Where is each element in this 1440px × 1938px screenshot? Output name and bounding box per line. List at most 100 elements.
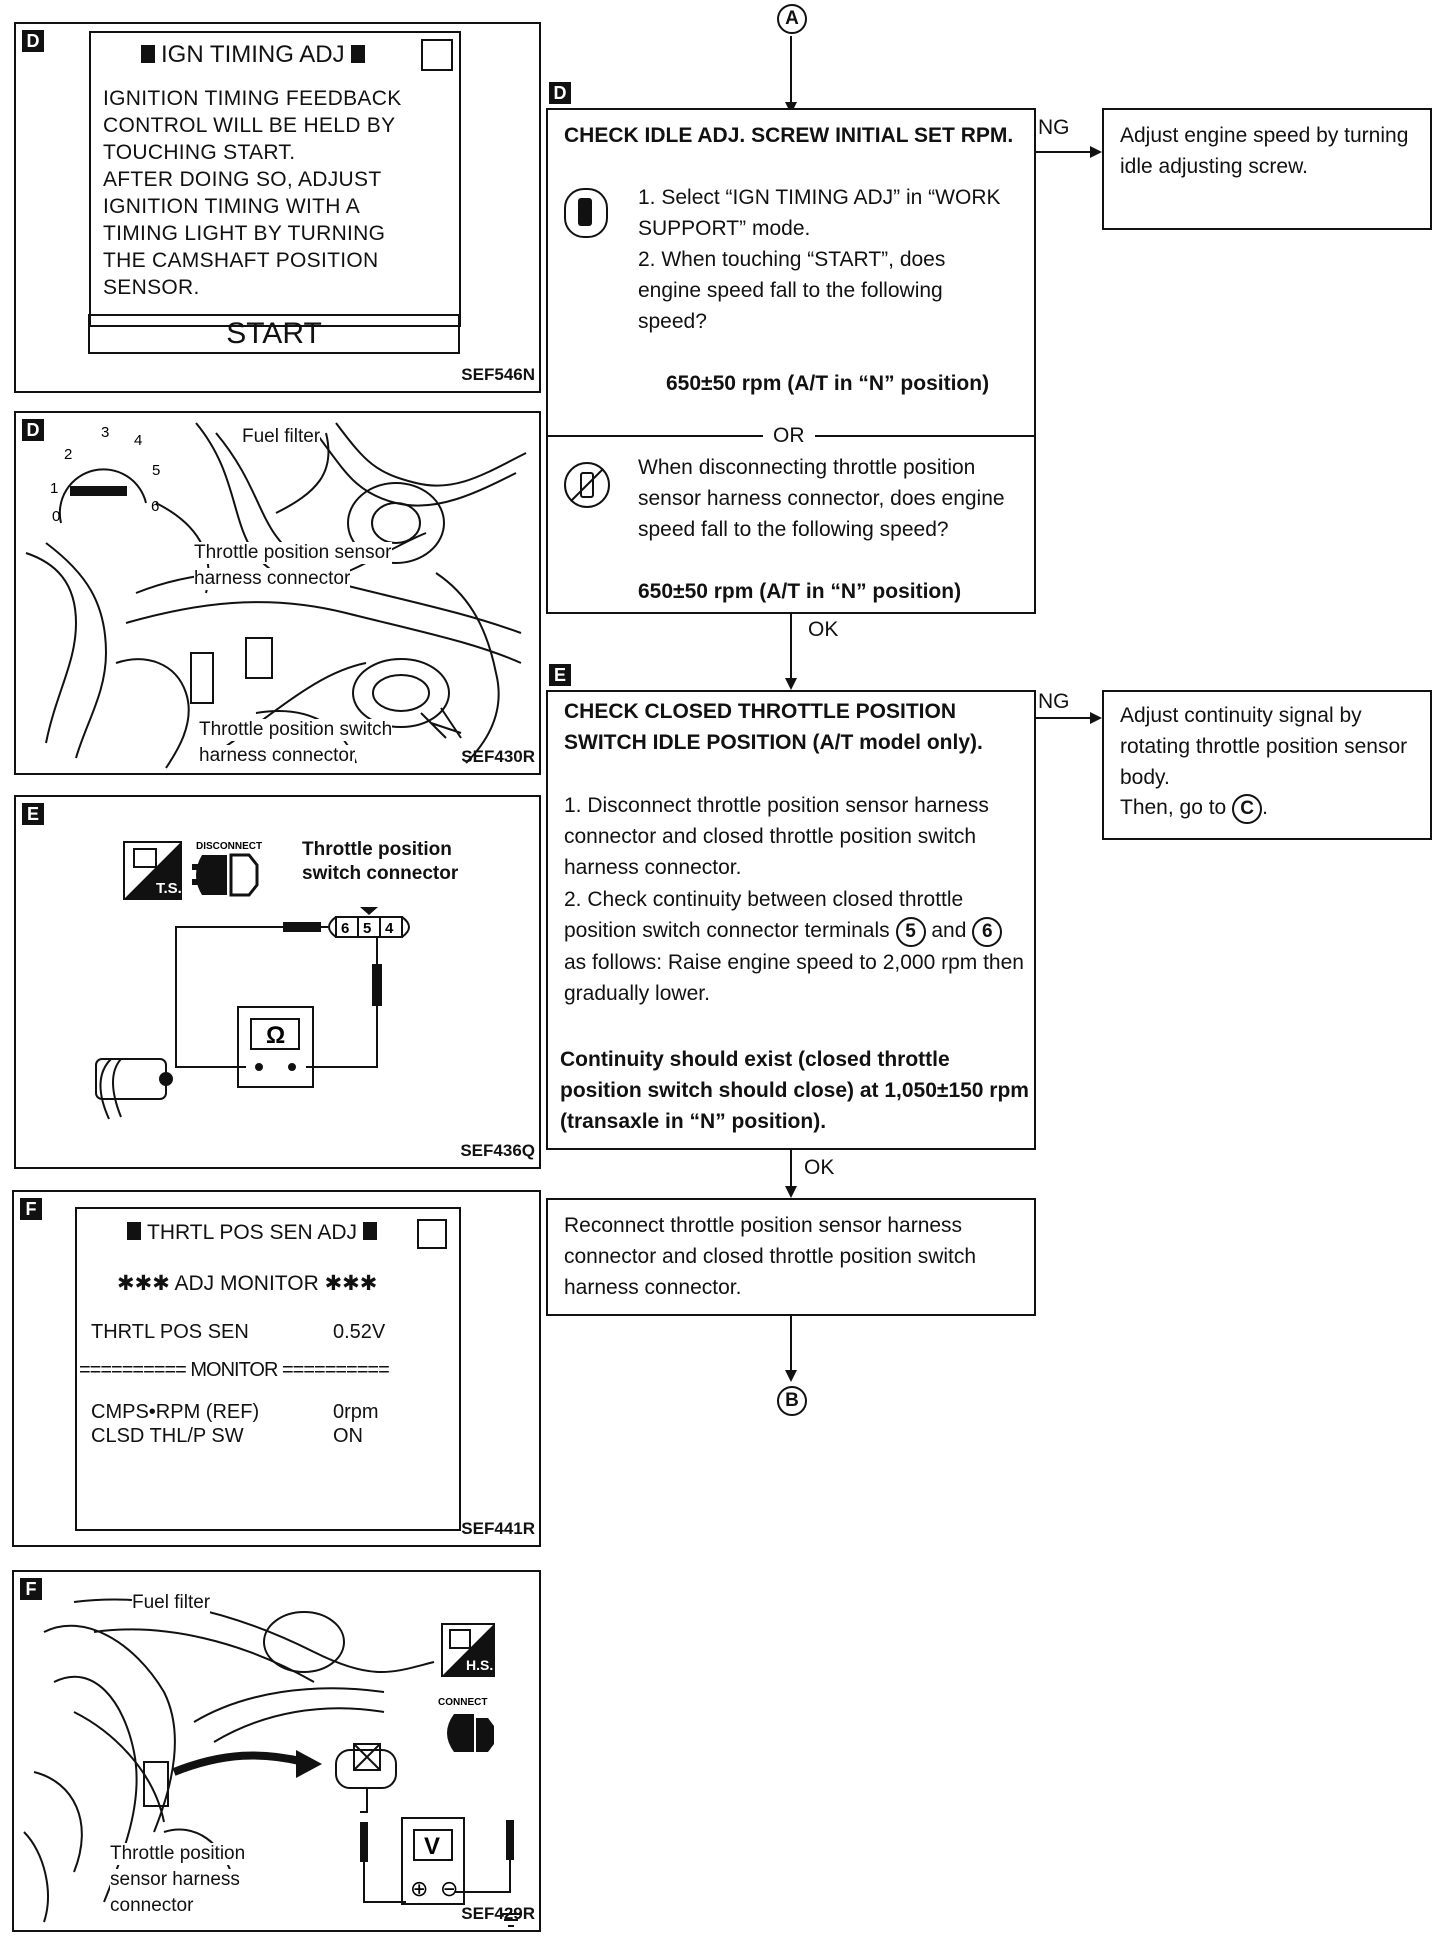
screen-title-text: IGN TIMING ADJ [161,41,345,68]
figure-ref: SEF441R [461,1519,535,1538]
step-d-spec-2: 650±50 rpm (A/T in “N” position) [638,580,962,603]
monitor-divider: ========== MONITOR ========== [79,1359,390,1381]
circuit-diagram: T.S. DISCONNECT 6 5 4 Ω [95,841,410,1120]
figure-ref: SEF429R [461,1904,535,1923]
ng-label-2: NG [1038,690,1070,713]
terminal-5-badge: 5 [895,917,926,947]
minus-terminal: ⊖ [440,1876,458,1901]
section-tag-f: F [20,1578,42,1600]
step-e-instruction-2b: as follows: Raise engine speed to 2,000 … [564,951,1024,1005]
tps-label-line2: harness connector [194,568,351,590]
tps-label-line1: Throttle position sensor [194,542,392,564]
final-step-box: Reconnect throttle position sensor harne… [546,1198,1036,1316]
screen-frame: THRTL POS SEN ADJ ✱✱✱ ADJ MONITOR ✱✱✱ TH… [75,1207,461,1531]
step-e-instruction-1: 1. Disconnect throttle position sensor h… [564,794,989,879]
gauge-tick-4: 4 [134,432,142,449]
thrtl-pos-sen-adj-panel: F THRTL POS SEN ADJ ✱✱✱ ADJ MONITOR ✱✱✱ … [12,1190,541,1547]
hs-badge: H.S. [466,1657,493,1673]
start-button[interactable]: START [88,314,460,354]
ok-label-2: OK [804,1156,835,1179]
screen-title: IGN TIMING ADJ [141,41,365,69]
engine-illustration: 0 1 2 3 4 5 6 [25,422,527,769]
plus-terminal: ⊕ [410,1876,428,1901]
ref-a-circle: A [777,4,807,34]
message-line: AFTER DOING SO, ADJUST [103,168,382,191]
step-e-box: CHECK CLOSED THROTTLE POSITION SWITCH ID… [546,690,1036,1150]
step-d-heading: CHECK IDLE ADJ. SCREW INITIAL SET RPM. [564,124,1014,147]
step-e-heading: CHECK CLOSED THROTTLE POSITION SWITCH ID… [564,700,983,754]
section-tag-d: D [22,419,44,441]
thrtl-pos-sen-value: 0.52V [333,1321,386,1343]
cmps-rpm-name: CMPS•RPM (REF) [91,1401,260,1423]
message-line: CONTROL WILL BE HELD BY [103,114,396,137]
disconnect-label: DISCONNECT [196,841,262,852]
clsd-thl-sw-value: ON [333,1425,363,1447]
step-e-and: and [931,919,967,942]
ref-c-circle: C [1232,794,1263,824]
ref-b-circle: B [777,1386,807,1416]
tps-label-line1: Throttle position [110,1843,246,1865]
or-divider: OR [548,420,1034,451]
volt-symbol: V [424,1833,440,1860]
step-e-instruction-2a: 2. Check continuity between closed throt… [564,888,964,942]
gauge-tick-1: 1 [50,480,58,497]
connector-ref-b: B [777,1386,807,1416]
ng-label-1: NG [1038,116,1070,139]
message-line: IGNITION TIMING WITH A [103,195,361,218]
or-label: OR [763,420,815,451]
tps-label-line3: connector [110,1895,194,1917]
gauge-tick-3: 3 [101,424,109,441]
step-d-alt-instruction: When disconnecting throttle position sen… [638,456,1005,541]
message-line: IGNITION TIMING FEEDBACK [103,87,402,110]
message-line: TOUCHING START. [103,141,296,164]
figure-ref: SEF546N [461,365,535,384]
ok-label-1: OK [808,618,839,641]
screen-message: IGNITION TIMING FEEDBACK CONTROL WILL BE… [103,85,402,301]
connector-ref-a: A [777,4,807,34]
message-line: TIMING LIGHT BY TURNING [103,222,386,245]
step-e-spec: Continuity should exist (closed throttle… [560,1048,1029,1133]
gauge-tick-0: 0 [52,508,60,525]
gauge-tick-6: 6 [151,498,159,515]
step-tag-e: E [549,664,571,686]
ng-action-text-2: Adjust continuity signal by rotating thr… [1120,704,1408,789]
message-line: THE CAMSHAFT POSITION [103,249,379,272]
tps-label-line2: sensor harness [110,1869,240,1891]
step-d-instruction-2: 2. When touching “START”, does engine sp… [638,248,946,333]
cmps-rpm-value: 0rpm [333,1401,379,1423]
step-e-instruction-2: 2. Check continuity between closed throt… [564,884,1024,1009]
fuel-filter-label: Fuel filter [242,426,321,448]
monitor-header: ✱✱✱ ADJ MONITOR ✱✱✱ [117,1272,378,1295]
ohm-symbol: Ω [266,1022,285,1049]
ng-action-text-1: Adjust engine speed by turning idle adju… [1120,124,1409,178]
engine-bay-panel-2: F V ⊕ ⊖ [12,1570,541,1932]
clsd-thl-sw-name: CLSD THL/P SW [91,1425,244,1447]
connector-label-line2: switch connector [302,863,459,885]
terminal-6-badge: 6 [972,917,1003,947]
figure-ref: SEF436Q [460,1141,535,1160]
pin-6: 6 [341,920,349,937]
tpsw-label-line2: harness connector [199,745,356,767]
continuity-check-panel: E T.S. DISCONNECT 6 [14,795,541,1169]
gauge-tick-2: 2 [64,446,72,463]
step-d-box: CHECK IDLE ADJ. SCREW INITIAL SET RPM. 1… [546,108,1036,614]
message-line: SENSOR. [103,276,200,299]
ng-action-box-2: Adjust continuity signal by rotating thr… [1102,690,1432,840]
pin-5: 5 [363,920,371,937]
step-tag-d: D [549,82,571,104]
step-d-spec-1: 650±50 rpm (A/T in “N” position) [666,372,990,395]
ng-action-box-1: Adjust engine speed by turning idle adju… [1102,108,1432,230]
pin-4: 4 [385,920,394,937]
no-consult-icon [564,462,610,508]
thrtl-pos-sen-name: THRTL POS SEN [91,1321,249,1343]
section-tag-f: F [20,1198,42,1220]
section-tag-d: D [22,30,44,52]
screen-title-text: THRTL POS SEN ADJ [147,1221,358,1244]
connect-label: CONNECT [438,1697,487,1708]
checkbox-icon [417,1219,447,1249]
ts-badge: T.S. [156,880,182,897]
figure-ref: SEF430R [461,747,535,766]
then-go-to-text: Then, go to [1120,796,1227,819]
fuel-filter-label: Fuel filter [132,1592,211,1614]
